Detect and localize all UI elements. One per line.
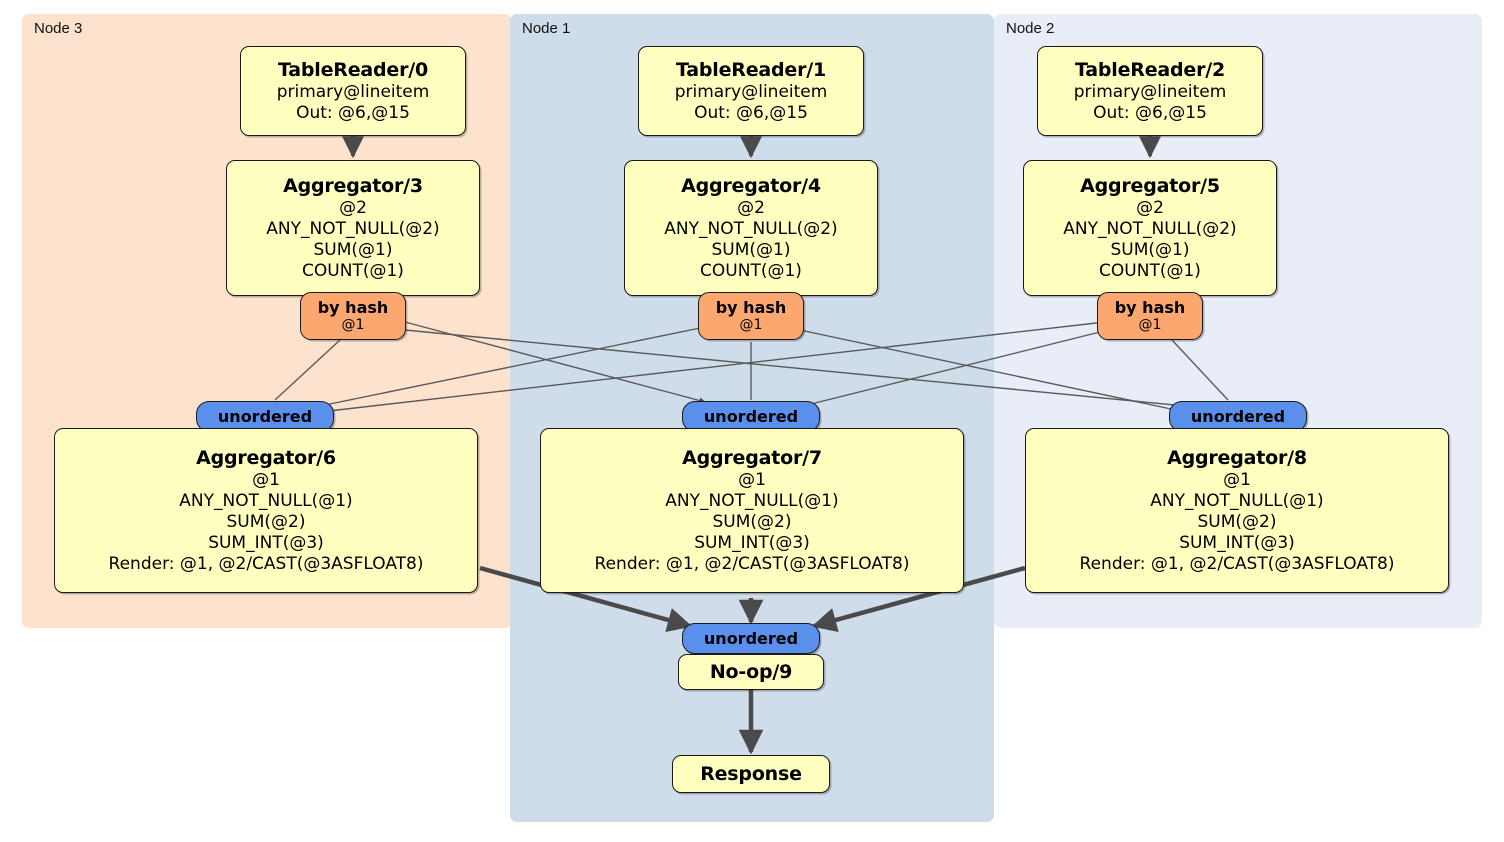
router-by-hash-4-title: by hash bbox=[715, 298, 787, 317]
receiver-unordered-left[interactable]: unordered bbox=[196, 401, 334, 432]
aggregator-8-line-1: ANY_NOT_NULL(@1) bbox=[1150, 490, 1324, 511]
aggregator-4-line-0: @2 bbox=[737, 197, 765, 218]
aggregator-6-line-0: @1 bbox=[252, 469, 280, 490]
aggregator-7-title: Aggregator/7 bbox=[682, 446, 822, 469]
aggregator-8-line-3: SUM_INT(@3) bbox=[1179, 532, 1295, 553]
aggregator-3-line-2: SUM(@1) bbox=[313, 239, 393, 260]
tablereader-2-line-1: Out: @6,@15 bbox=[1093, 102, 1207, 123]
processor-aggregator-8[interactable]: Aggregator/8 @1 ANY_NOT_NULL(@1) SUM(@2)… bbox=[1025, 428, 1449, 593]
router-by-hash-5-title: by hash bbox=[1114, 298, 1186, 317]
tablereader-0-line-1: Out: @6,@15 bbox=[296, 102, 410, 123]
receiver-unordered-mid-title: unordered bbox=[703, 407, 799, 426]
noop-9-title: No-op/9 bbox=[709, 660, 793, 683]
router-by-hash-3-title: by hash bbox=[317, 298, 389, 317]
processor-tablereader-1[interactable]: TableReader/1 primary@lineitem Out: @6,@… bbox=[638, 46, 864, 136]
aggregator-7-line-2: SUM(@2) bbox=[712, 511, 792, 532]
aggregator-5-line-1: ANY_NOT_NULL(@2) bbox=[1063, 218, 1237, 239]
aggregator-5-line-3: COUNT(@1) bbox=[1099, 260, 1201, 281]
aggregator-6-line-1: ANY_NOT_NULL(@1) bbox=[179, 490, 353, 511]
aggregator-5-line-2: SUM(@1) bbox=[1110, 239, 1190, 260]
tablereader-1-line-0: primary@lineitem bbox=[674, 81, 828, 102]
router-by-hash-5-line-0: @1 bbox=[1138, 317, 1162, 333]
panel-node-1-label: Node 1 bbox=[522, 20, 571, 37]
tablereader-2-title: TableReader/2 bbox=[1074, 58, 1226, 81]
tablereader-1-title: TableReader/1 bbox=[675, 58, 827, 81]
processor-response[interactable]: Response bbox=[672, 755, 830, 793]
aggregator-4-line-2: SUM(@1) bbox=[711, 239, 791, 260]
panel-node-2-label: Node 2 bbox=[1006, 20, 1055, 37]
aggregator-8-title: Aggregator/8 bbox=[1167, 446, 1307, 469]
processor-aggregator-7[interactable]: Aggregator/7 @1 ANY_NOT_NULL(@1) SUM(@2)… bbox=[540, 428, 964, 593]
panel-node-3-label: Node 3 bbox=[34, 20, 83, 37]
receiver-unordered-mid[interactable]: unordered bbox=[682, 401, 820, 432]
router-by-hash-4[interactable]: by hash @1 bbox=[698, 292, 804, 340]
aggregator-8-line-2: SUM(@2) bbox=[1197, 511, 1277, 532]
aggregator-4-line-3: COUNT(@1) bbox=[700, 260, 802, 281]
processor-tablereader-2[interactable]: TableReader/2 primary@lineitem Out: @6,@… bbox=[1037, 46, 1263, 136]
router-by-hash-4-line-0: @1 bbox=[739, 317, 763, 333]
receiver-unordered-final[interactable]: unordered bbox=[682, 623, 820, 654]
aggregator-6-title: Aggregator/6 bbox=[196, 446, 336, 469]
aggregator-3-line-1: ANY_NOT_NULL(@2) bbox=[266, 218, 440, 239]
processor-aggregator-6[interactable]: Aggregator/6 @1 ANY_NOT_NULL(@1) SUM(@2)… bbox=[54, 428, 478, 593]
aggregator-6-line-3: SUM_INT(@3) bbox=[208, 532, 324, 553]
aggregator-8-line-0: @1 bbox=[1223, 469, 1251, 490]
processor-aggregator-3[interactable]: Aggregator/3 @2 ANY_NOT_NULL(@2) SUM(@1)… bbox=[226, 160, 480, 296]
aggregator-7-line-0: @1 bbox=[738, 469, 766, 490]
aggregator-7-line-1: ANY_NOT_NULL(@1) bbox=[665, 490, 839, 511]
aggregator-3-title: Aggregator/3 bbox=[283, 174, 423, 197]
aggregator-8-line-4: Render: @1, @2/CAST(@3ASFLOAT8) bbox=[1079, 553, 1395, 574]
response-title: Response bbox=[700, 762, 802, 785]
aggregator-6-line-4: Render: @1, @2/CAST(@3ASFLOAT8) bbox=[108, 553, 424, 574]
processor-noop-9[interactable]: No-op/9 bbox=[678, 654, 824, 690]
aggregator-4-line-1: ANY_NOT_NULL(@2) bbox=[664, 218, 838, 239]
router-by-hash-3[interactable]: by hash @1 bbox=[300, 292, 406, 340]
receiver-unordered-left-title: unordered bbox=[217, 407, 313, 426]
router-by-hash-5[interactable]: by hash @1 bbox=[1097, 292, 1203, 340]
processor-aggregator-5[interactable]: Aggregator/5 @2 ANY_NOT_NULL(@2) SUM(@1)… bbox=[1023, 160, 1277, 296]
tablereader-0-title: TableReader/0 bbox=[277, 58, 429, 81]
aggregator-7-line-3: SUM_INT(@3) bbox=[694, 532, 810, 553]
tablereader-0-line-0: primary@lineitem bbox=[276, 81, 430, 102]
aggregator-7-line-4: Render: @1, @2/CAST(@3ASFLOAT8) bbox=[594, 553, 910, 574]
receiver-unordered-final-title: unordered bbox=[703, 629, 799, 648]
aggregator-5-title: Aggregator/5 bbox=[1080, 174, 1220, 197]
aggregator-6-line-2: SUM(@2) bbox=[226, 511, 306, 532]
processor-tablereader-0[interactable]: TableReader/0 primary@lineitem Out: @6,@… bbox=[240, 46, 466, 136]
receiver-unordered-right-title: unordered bbox=[1190, 407, 1286, 426]
processor-aggregator-4[interactable]: Aggregator/4 @2 ANY_NOT_NULL(@2) SUM(@1)… bbox=[624, 160, 878, 296]
tablereader-2-line-0: primary@lineitem bbox=[1073, 81, 1227, 102]
aggregator-4-title: Aggregator/4 bbox=[681, 174, 821, 197]
aggregator-5-line-0: @2 bbox=[1136, 197, 1164, 218]
tablereader-1-line-1: Out: @6,@15 bbox=[694, 102, 808, 123]
aggregator-3-line-3: COUNT(@1) bbox=[302, 260, 404, 281]
router-by-hash-3-line-0: @1 bbox=[341, 317, 365, 333]
aggregator-3-line-0: @2 bbox=[339, 197, 367, 218]
